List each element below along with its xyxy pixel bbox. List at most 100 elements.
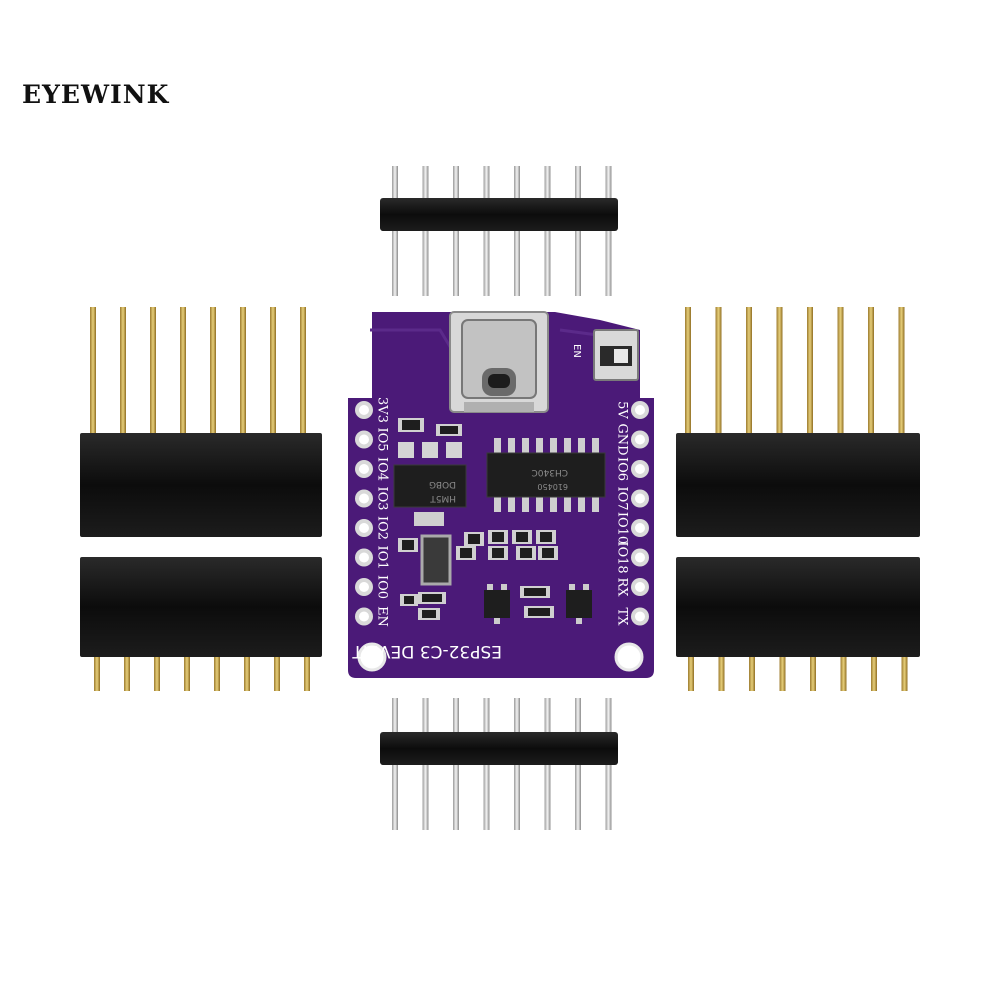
socket-pin [807, 307, 813, 435]
pin-hole [635, 582, 645, 592]
socket-pin [180, 307, 186, 435]
socket-pin [840, 655, 847, 691]
pin-label: IO1 [375, 545, 390, 569]
transistor-right [566, 584, 592, 624]
smd-components [398, 418, 558, 620]
chip-marking-2: 610450 [537, 482, 568, 491]
voltage-regulator-icon: DOBG HM5T [393, 442, 467, 526]
socket-pin [184, 655, 190, 691]
pin-hole [635, 523, 645, 533]
right-long-pin-socket [676, 307, 920, 537]
smd-body [516, 532, 528, 542]
board-title: ESP32-C3 DEVKIT [352, 641, 502, 661]
switch-label: EN [571, 344, 582, 358]
smd-body [528, 608, 550, 616]
socket-pin [124, 655, 130, 691]
pin-hole [359, 405, 369, 415]
pin-hole [359, 582, 369, 592]
left-long-pin-socket [80, 307, 322, 537]
pin-label: TX [615, 608, 630, 627]
chip-marking-1: CH340C [531, 467, 568, 477]
socket-pin [898, 307, 905, 435]
top-pin-header [380, 166, 618, 296]
socket-pin [718, 655, 725, 691]
left-female-socket [80, 557, 322, 691]
socket-pin [270, 307, 276, 435]
socket-pin [901, 655, 908, 691]
bottom-pin-header [380, 698, 618, 830]
pin-hole [359, 611, 369, 622]
socket-pin [300, 307, 306, 435]
pin-label: IO3 [375, 486, 390, 510]
socket-pin [274, 655, 280, 691]
pin-label: IO7 [615, 486, 630, 510]
smd-body [542, 548, 554, 558]
socket-pin [871, 655, 877, 691]
transistor-left [484, 584, 510, 624]
smd-body [402, 420, 420, 430]
pin-hole [635, 493, 645, 504]
pin-hole [359, 493, 369, 504]
smd-body [492, 532, 504, 542]
pin-hole [359, 523, 369, 533]
smd-body [402, 540, 414, 550]
socket-pin [776, 307, 783, 435]
socket-pin [240, 307, 246, 435]
socket-pin [746, 307, 752, 435]
socket-pin [214, 655, 220, 691]
pin-hole [635, 434, 645, 445]
smd-body [540, 532, 552, 542]
pin-label: IO2 [375, 516, 390, 540]
socket-pin [749, 655, 755, 691]
pin-hole [635, 552, 645, 563]
smd-body [422, 594, 442, 602]
socket-pin [715, 307, 722, 435]
smd-body [524, 588, 546, 596]
socket-pin [685, 307, 691, 435]
smd-body [404, 596, 414, 604]
pin-label: IO6 [615, 457, 630, 481]
socket-pin [210, 307, 216, 435]
brand-logo-text: EYEWINK [22, 80, 170, 109]
smd-body [468, 534, 480, 544]
pin-hole [359, 464, 369, 474]
pin-label: RX [615, 577, 630, 597]
socket-pin [837, 307, 844, 435]
slide-switch-icon [593, 329, 639, 381]
socket-pin [779, 655, 786, 691]
usb-type-c-icon [449, 311, 549, 413]
pin-hole [635, 464, 645, 474]
pin-label: GND [615, 423, 630, 455]
socket-pin [94, 655, 100, 691]
right-female-socket [676, 557, 920, 691]
socket-pin [120, 307, 126, 435]
pin-hole [635, 611, 645, 622]
pin-label: IO10 [615, 512, 630, 544]
left-pin-pads [355, 401, 373, 626]
pin-label: 3V3 [375, 397, 390, 423]
socket-pin [150, 307, 156, 435]
pin-hole [635, 405, 645, 415]
regulator-marking-2: HM5T [430, 493, 456, 503]
smd-body [520, 548, 532, 558]
socket-pin [304, 655, 310, 691]
pin-label: IO0 [375, 575, 390, 599]
socket-pin [154, 655, 160, 691]
smd-body [492, 548, 504, 558]
pin-hole [359, 434, 369, 445]
pin-hole [359, 552, 369, 563]
socket-pin [868, 307, 874, 435]
socket-pin [810, 655, 816, 691]
pin-label: EN [375, 606, 390, 627]
socket-pin [244, 655, 250, 691]
right-pin-pads [631, 401, 649, 626]
pin-label: IO4 [375, 457, 390, 481]
smd-body [440, 426, 458, 434]
ic-chip-icon: CH340C 610450 [486, 438, 606, 512]
pin-label: IO5 [375, 427, 390, 451]
socket-pin [90, 307, 96, 435]
